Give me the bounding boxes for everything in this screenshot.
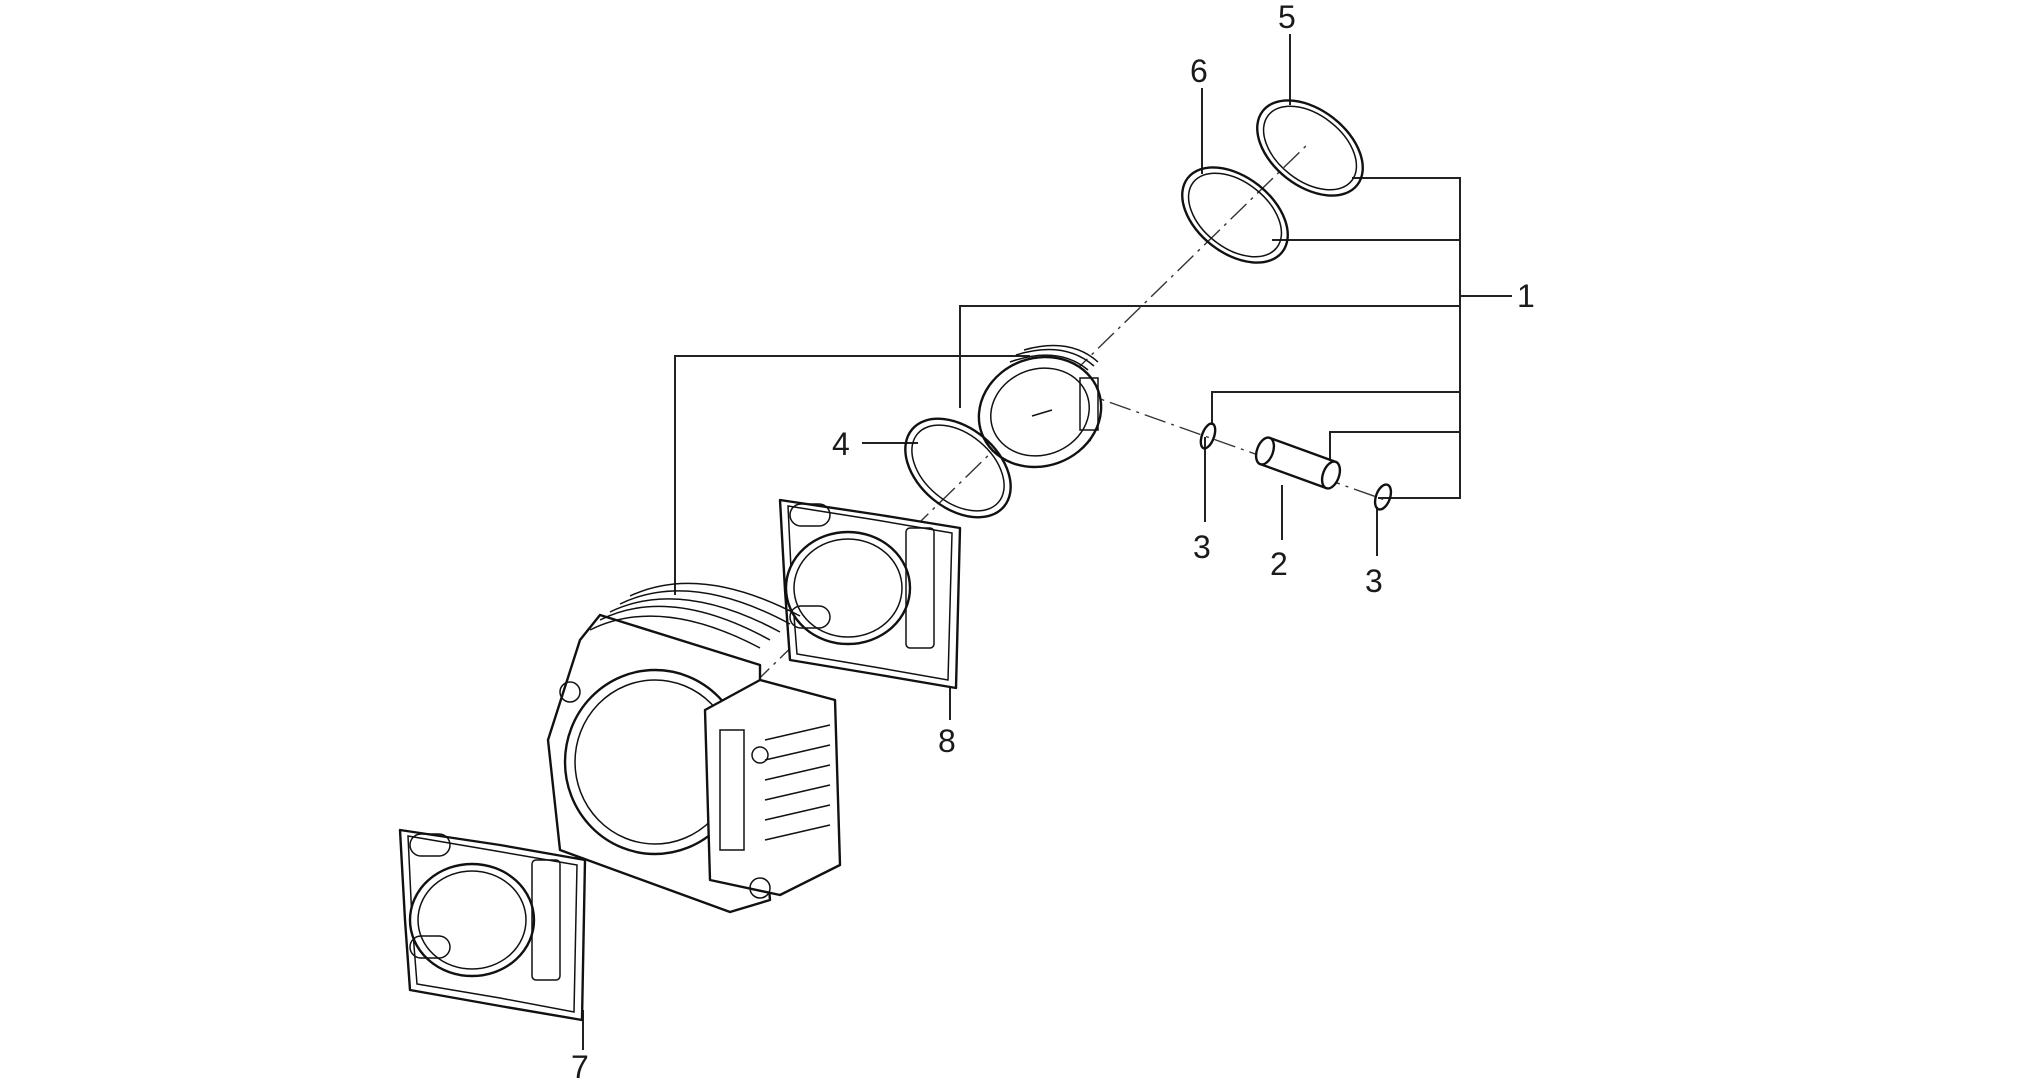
callout-8: 8 [938, 723, 956, 759]
callout-2: 2 [1270, 546, 1288, 582]
callout-3b: 3 [1365, 563, 1383, 599]
piston-ring-5 [1256, 99, 1364, 197]
callout-6: 6 [1190, 53, 1208, 89]
piston-pin [1254, 436, 1342, 490]
gasket-7 [398, 828, 587, 1022]
circlip-3b [1373, 483, 1393, 511]
callout-4: 4 [832, 426, 850, 462]
circlip-3a [1199, 422, 1217, 450]
piston-ring-6 [1181, 166, 1289, 264]
assembly-bracket [674, 177, 1512, 595]
callout-7: 7 [571, 1049, 589, 1081]
callout-5: 5 [1278, 0, 1296, 35]
gasket-8 [778, 498, 962, 690]
piston [977, 344, 1103, 469]
pin-axis-line [1074, 389, 1386, 501]
piston-ring-4 [904, 417, 1012, 519]
callout-1: 1 [1517, 278, 1535, 314]
cylinder-block [546, 582, 842, 914]
callout-3a: 3 [1193, 529, 1211, 565]
